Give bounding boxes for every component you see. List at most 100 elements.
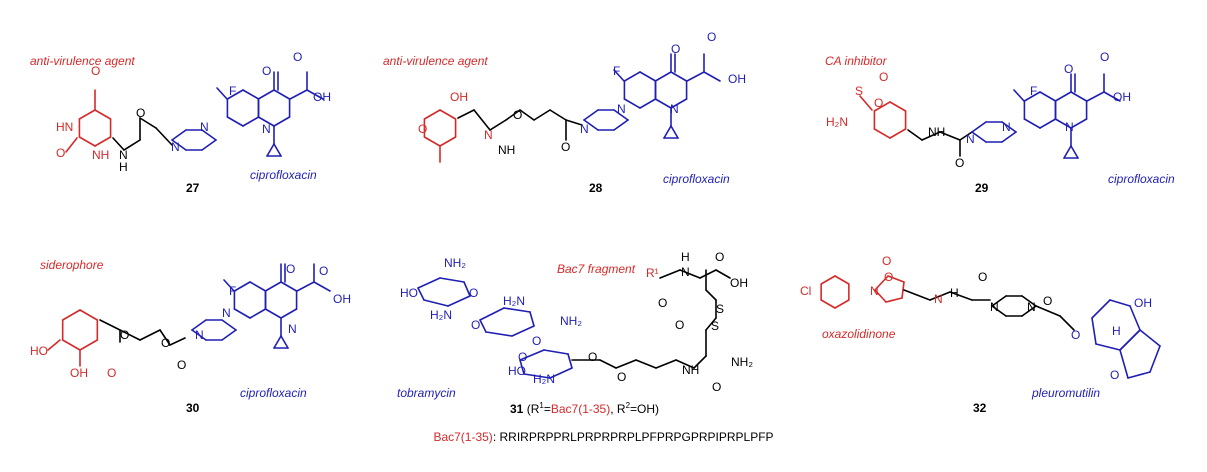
piperazine-bond	[1021, 295, 1037, 307]
linker-bond	[693, 355, 707, 369]
atom-o: O	[177, 358, 187, 372]
atom-n: N	[171, 140, 180, 154]
linker-bond	[1035, 305, 1061, 317]
benzene-ring-bond	[873, 128, 891, 139]
pyridinone-ring-bond	[423, 136, 441, 147]
compound-number-30: 30	[186, 401, 200, 415]
atom-ho: HO	[30, 344, 48, 358]
atom-oh: OH	[333, 292, 351, 306]
piperazine-bond	[191, 319, 207, 331]
quinolone-ring-bond	[257, 89, 275, 100]
cyclopropyl-bond	[663, 125, 672, 139]
atom-o: O	[561, 140, 571, 154]
atom-o: O	[286, 262, 296, 276]
linker-bond	[705, 317, 717, 331]
atom-o: O	[1100, 50, 1110, 64]
atom-o: O	[882, 254, 892, 268]
atom-h: H	[950, 286, 959, 300]
atom-n: N	[1065, 120, 1074, 134]
atom-o: O	[879, 70, 889, 84]
atom-h2n: H₂N	[826, 115, 848, 129]
atom-f: F	[229, 284, 237, 298]
quinolone-ring-bond	[654, 71, 672, 82]
atom-n: N	[195, 328, 204, 342]
sequence-separator: :	[492, 430, 500, 444]
atom-nh: NH	[928, 125, 946, 139]
piperazine-bond	[613, 109, 629, 121]
sugar-ring-bond	[511, 325, 535, 337]
mutilin-ring-bond	[1129, 305, 1141, 331]
quinolone-ring-bond	[264, 308, 282, 319]
label-31-antibiotic: tobramycin	[397, 386, 456, 400]
atom-n: N	[966, 132, 975, 146]
linker-bond	[169, 337, 186, 346]
hydroxyl-bond	[47, 339, 61, 351]
cyclopropyl-bond	[1063, 145, 1072, 159]
atom-n: N	[484, 128, 493, 142]
label-28-antibiotic: ciprofloxacin	[663, 172, 730, 186]
sugar-ring-bond	[439, 277, 465, 283]
atom-f: F	[229, 84, 237, 98]
quinolone-ring-bond	[639, 98, 657, 109]
sugar-ring-bond	[423, 299, 449, 307]
uracil-ring-bond	[94, 109, 112, 120]
caption-r1-value: Bac7(1-35)	[550, 402, 611, 416]
quinolone-ring-bond	[1070, 118, 1088, 129]
chlorophenyl-ring-bond	[834, 299, 850, 309]
linker-bond	[921, 131, 941, 141]
piperazine-bond	[171, 129, 187, 141]
quinolone-ring-bond	[623, 71, 641, 82]
atom-cl: Cl	[800, 284, 812, 298]
atom-o: O	[874, 96, 884, 110]
atom-h2n: H₂N	[430, 308, 452, 322]
sugar-ring-bond	[485, 331, 513, 337]
atom-n: N	[580, 122, 589, 136]
mutilin-ring-bond	[1095, 343, 1121, 351]
sugar-ring-bond	[503, 307, 531, 313]
linker-bond	[505, 109, 521, 121]
atom-o: O	[107, 366, 117, 380]
atom-nh2: NH₂	[731, 355, 753, 369]
sugar-ring-bond	[567, 353, 573, 369]
catechol-ring-bond	[61, 339, 81, 351]
piperazine-bond	[971, 121, 987, 133]
atom-f: F	[1030, 84, 1038, 98]
mutilin-ring-bond	[1091, 299, 1111, 319]
benzene-ring-bond	[889, 101, 907, 112]
atom-n: N	[870, 284, 879, 298]
piperazine-bond	[201, 139, 217, 151]
quinolone-ring-bond	[1054, 118, 1072, 129]
atom-o: O	[707, 30, 717, 44]
linker-bond	[903, 289, 931, 301]
quinolone-ring-bond	[1039, 118, 1057, 129]
piperazine-bond	[1001, 131, 1017, 143]
atom-n: N	[1027, 300, 1036, 314]
linker-bond	[489, 119, 507, 131]
sugar-ring-bond	[549, 367, 573, 379]
quinolone-ring-bond	[242, 89, 260, 100]
atom-o: O	[617, 370, 627, 384]
catechol-ring-bond	[79, 339, 99, 351]
linker-bond	[959, 131, 973, 141]
mutilin-ring-bond	[1119, 349, 1129, 379]
linker-bond	[565, 119, 583, 126]
sugar-ring-bond	[479, 307, 505, 321]
quinolone-ring-bond	[670, 98, 688, 109]
atom-r1: R¹	[646, 266, 659, 280]
atom-oh: OH	[70, 366, 88, 380]
atom-f: F	[613, 64, 621, 78]
piperazine-bond	[613, 119, 629, 131]
benzene-ring-bond	[889, 128, 907, 139]
quinolone-ring-bond	[1070, 91, 1088, 102]
atom-h: H	[681, 250, 690, 264]
linker-bond	[473, 109, 491, 131]
atom-ho: HO	[400, 286, 418, 300]
piperazine-bond	[583, 119, 599, 131]
linker-bond	[655, 359, 677, 369]
quinolone-ring-bond	[623, 98, 641, 109]
quinolone-ring-bond	[226, 89, 244, 100]
piperazine-bond	[991, 305, 1007, 317]
sugar-ring-bond	[543, 349, 569, 355]
quinolone-ring-bond	[257, 116, 275, 127]
